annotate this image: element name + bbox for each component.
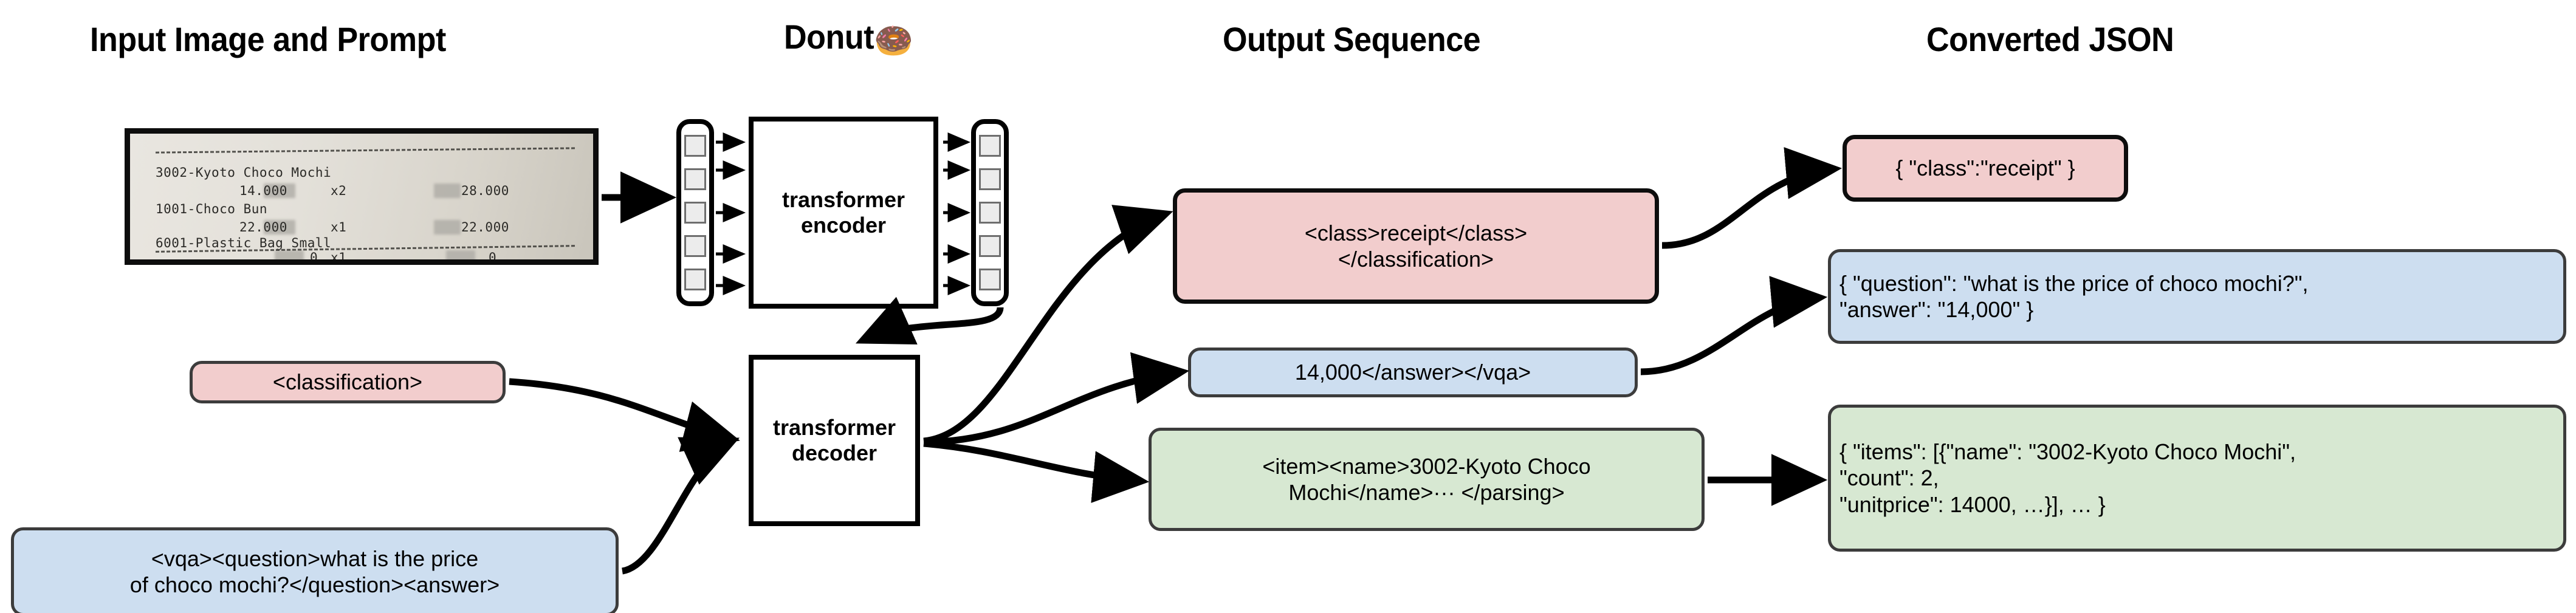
token-square [979,201,1001,224]
donut-icon: 🍩 [874,21,913,60]
column-title-input: Input Image and Prompt [90,20,446,58]
redaction-block [275,250,304,259]
redaction-block [264,183,295,198]
token-square [684,134,706,157]
receipt-divider-top [156,147,575,154]
receipt-item-unitprice: 0 [310,250,318,265]
receipt-item-qty: x1 [331,220,347,235]
redaction-block [434,183,461,198]
prompt-classification: <classification> [190,361,506,403]
edge-decoder-to-output-parsing [923,440,1150,503]
receipt-item-name: 3002-Kyoto Choco Mochi [156,165,332,180]
edge-output-to-json-classification [1661,147,1843,249]
token-square [684,269,706,291]
column-title-json: Converted JSON [1926,20,2174,58]
token-square [684,168,706,190]
encoder-input-token-column [676,119,714,306]
model-name-label: Donut [784,18,874,56]
receipt-item-total: 22.000 [461,220,509,235]
edge-prompt-parsing-to-decoder [621,437,740,575]
json-vqa: { "question": "what is the price of choc… [1828,249,2566,344]
receipt-item-total: 28.000 [461,183,509,198]
receipt-item-qty: x1 [331,250,347,265]
input-receipt-image: 3002-Kyoto Choco Mochi 14.000 x2 28.000 … [125,128,599,265]
column-title-output: Output Sequence [1223,20,1481,58]
edge-encoder-to-decoder [855,296,1004,345]
receipt-item-name: 1001-Choco Bun [156,202,268,216]
json-classification: { "class":"receipt" } [1843,135,2128,202]
transformer-encoder-block: transformer encoder [749,117,938,309]
output-parsing: <item><name>3002-Kyoto Choco Mochi</name… [1149,428,1705,531]
edge-decoder-to-output-classification [923,205,1173,445]
receipt-item-unitprice: 22.000 [239,220,287,235]
token-square [979,168,1001,190]
edge-decoder-to-output-vqa [923,352,1190,446]
prompt-vqa: <vqa><question>what is the price of choc… [11,527,619,613]
token-square [979,134,1001,157]
receipt-item-qty: x2 [331,183,347,198]
column-title-model: Donut🍩 [784,17,913,61]
receipt-item-name: 6001-Plastic Bag Small [156,236,332,250]
output-classification: <class>receipt</class> </classification> [1173,188,1659,304]
token-square [684,201,706,224]
redaction-block [264,220,295,235]
edge-prompt-classification-to-decoder [509,378,740,452]
receipt-item-total: 0 [489,250,497,265]
redaction-block [446,250,475,259]
token-square [979,269,1001,291]
token-square [684,235,706,258]
output-vqa: 14,000</answer></vqa> [1188,348,1638,397]
edge-output-to-json-vqa [1640,276,1828,375]
encoder-output-token-column [971,119,1009,306]
json-parsing: { "items": [{"name": "3002-Kyoto Choco M… [1828,405,2566,552]
receipt-item-unitprice: 14.000 [239,183,287,198]
token-square [979,235,1001,258]
transformer-decoder-block: transformer decoder [749,355,920,526]
redaction-block [434,220,461,235]
